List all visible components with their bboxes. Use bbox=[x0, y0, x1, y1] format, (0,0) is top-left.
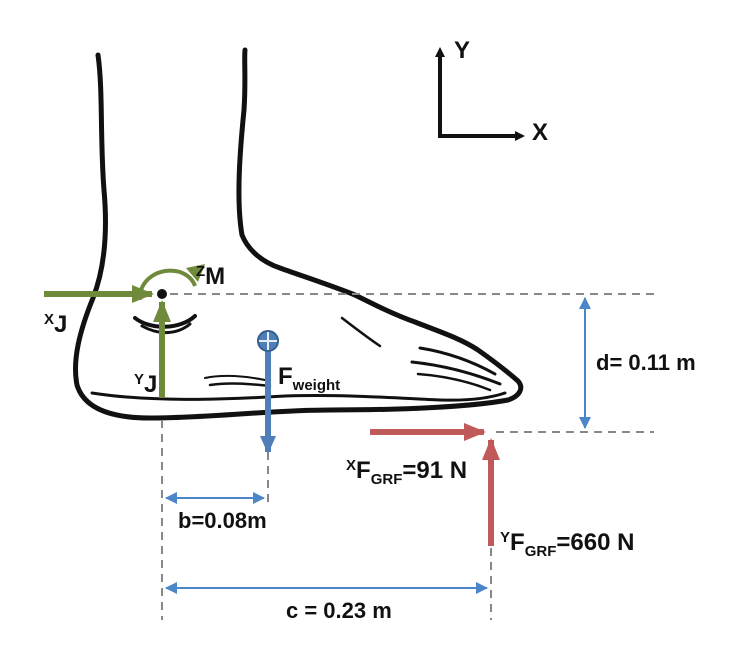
joint-forces bbox=[44, 264, 205, 398]
grf-y-label: YFGRF=660 N bbox=[500, 529, 634, 560]
x-axis-label: X bbox=[532, 119, 548, 146]
weight-label: Fweight bbox=[278, 363, 340, 394]
coordinate-axes bbox=[435, 47, 525, 141]
moment-label: ZM bbox=[196, 263, 225, 290]
dim-d-label: d= 0.11 m bbox=[596, 350, 696, 375]
toe-line-3 bbox=[416, 372, 492, 392]
arch-detail-2 bbox=[204, 374, 266, 381]
joint-y-label: YJ bbox=[134, 371, 157, 398]
ankle-curve-2 bbox=[140, 322, 192, 334]
sole-inner-line bbox=[90, 391, 507, 402]
grf-x-label: XFGRF=91 N bbox=[346, 457, 467, 488]
ankle-detail bbox=[340, 316, 382, 348]
moment-arc-arrow bbox=[137, 268, 197, 301]
toe-line-1 bbox=[418, 346, 497, 376]
foot-outline bbox=[72, 47, 524, 421]
moment-arrowhead bbox=[186, 264, 205, 282]
dimension-lines bbox=[165, 297, 591, 594]
dim-b-label: b=0.08m bbox=[178, 508, 267, 533]
reference-lines bbox=[161, 293, 654, 620]
dim-c-label: c = 0.23 m bbox=[286, 598, 392, 623]
ground-reaction-forces bbox=[370, 423, 500, 546]
leg-back-line bbox=[72, 47, 524, 421]
arch-detail-1 bbox=[208, 382, 272, 388]
y-axis-label: Y bbox=[454, 37, 470, 64]
joint-x-label: XJ bbox=[44, 311, 67, 338]
weight-force bbox=[257, 330, 279, 454]
toe-line-2 bbox=[410, 360, 502, 386]
ankle-joint-dot bbox=[157, 289, 167, 299]
